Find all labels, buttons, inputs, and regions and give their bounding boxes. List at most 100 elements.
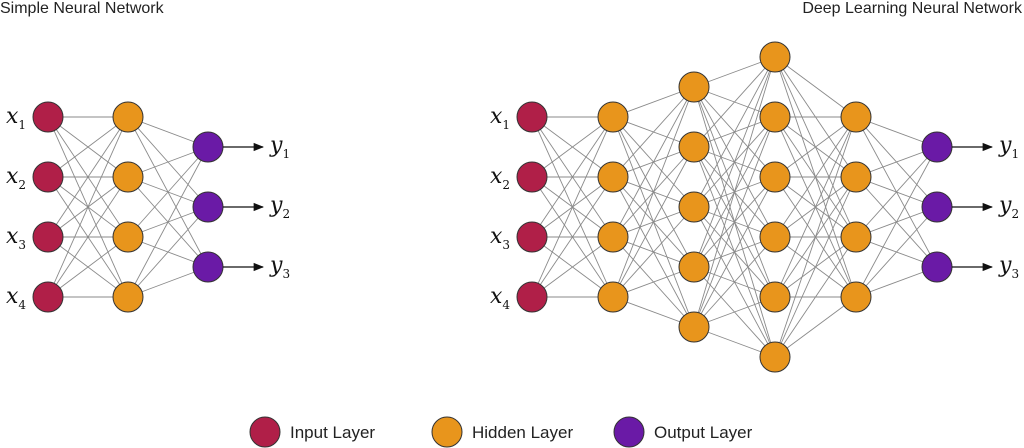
input-node (516, 221, 548, 253)
hidden-node (678, 191, 710, 223)
output-node (192, 191, 224, 223)
connection-edge (47, 116, 129, 298)
deep-network-title: Deep Learning Neural Network (802, 0, 1022, 17)
input-label: x2 (490, 164, 510, 192)
output-node (921, 191, 953, 223)
connection-edge (855, 146, 938, 238)
hidden-node (597, 161, 629, 193)
connection-edge (774, 116, 857, 358)
input-label: x3 (6, 224, 26, 252)
hidden-node (597, 101, 629, 133)
output-label: y3 (998, 253, 1019, 281)
legend-swatch (613, 416, 645, 448)
hidden-node (597, 221, 629, 253)
hidden-node (112, 101, 144, 133)
hidden-node (759, 281, 791, 313)
output-label: y1 (269, 133, 290, 161)
input-label: x2 (6, 164, 26, 192)
connection-edge (693, 176, 776, 328)
legend-item-output: Output Layer (613, 416, 753, 448)
connection-edge (47, 116, 129, 178)
legend-label: Output Layer (654, 423, 753, 442)
connection-edge (693, 56, 776, 328)
connection-edge (127, 146, 209, 298)
legend-label: Hidden Layer (472, 423, 573, 442)
connection-edge (531, 116, 614, 238)
hidden-node (840, 161, 872, 193)
output-node (921, 131, 953, 163)
hidden-node (678, 311, 710, 343)
hidden-node (112, 161, 144, 193)
connection-edge (855, 146, 938, 298)
simple-network-title: Simple Neural Network (0, 0, 164, 17)
connection-edge (612, 86, 695, 178)
connection-edge (127, 146, 209, 238)
hidden-node (840, 281, 872, 313)
input-node (32, 161, 64, 193)
connection-edge (531, 176, 614, 298)
input-node (32, 101, 64, 133)
output-node (921, 251, 953, 283)
connection-edge (612, 146, 695, 298)
hidden-node (112, 221, 144, 253)
simple-network: x1 x2 x3 x4 y1 y2 y3 (6, 101, 290, 313)
hidden-node (840, 221, 872, 253)
deep-network: x1 x2 x3 x4 y1 y2 y3 (490, 41, 1019, 373)
connection-edge (693, 116, 776, 328)
connection-edge (693, 56, 776, 208)
connection-edge (774, 116, 857, 178)
connection-edge (47, 116, 129, 238)
connection-edge (774, 236, 857, 358)
connection-edge (531, 116, 614, 298)
input-label: x3 (490, 224, 510, 252)
output-label: y2 (269, 193, 290, 221)
connection-edge (693, 236, 776, 328)
input-node (32, 221, 64, 253)
output-label: y3 (269, 253, 290, 281)
hidden-node (759, 221, 791, 253)
hidden-node (678, 251, 710, 283)
connection-edge (612, 86, 695, 298)
connection-edge (531, 236, 614, 298)
hidden-node (759, 41, 791, 73)
legend-swatch (431, 416, 463, 448)
input-label: x4 (490, 284, 510, 312)
hidden-node (840, 101, 872, 133)
connection-edge (693, 56, 776, 148)
connection-edge (531, 116, 614, 178)
hidden-node (678, 131, 710, 163)
hidden-node (759, 341, 791, 373)
hidden-node (112, 281, 144, 313)
input-node (32, 281, 64, 313)
connection-edge (127, 206, 209, 298)
connection-edge (47, 176, 129, 298)
output-label: y1 (998, 133, 1019, 161)
output-label: y2 (998, 193, 1019, 221)
output-node (192, 251, 224, 283)
input-node (516, 101, 548, 133)
legend-item-hidden: Hidden Layer (431, 416, 573, 448)
input-node (516, 161, 548, 193)
legend-label: Input Layer (290, 423, 375, 442)
connection-edge (612, 206, 695, 298)
hidden-node (759, 161, 791, 193)
hidden-node (678, 71, 710, 103)
connection-edge (693, 56, 776, 268)
hidden-node (759, 101, 791, 133)
connection-edge (855, 206, 938, 298)
input-label: x4 (6, 284, 26, 312)
legend-swatch (249, 416, 281, 448)
connections (531, 56, 938, 358)
input-label: x1 (490, 104, 510, 132)
connection-edge (774, 116, 857, 298)
legend-item-input: Input Layer (249, 416, 375, 448)
connections (47, 116, 209, 298)
connection-edge (774, 176, 857, 358)
hidden-node (597, 281, 629, 313)
connection-edge (47, 236, 129, 298)
connection-edge (612, 86, 695, 238)
connection-edge (774, 56, 857, 118)
input-label: x1 (6, 104, 26, 132)
output-node (192, 131, 224, 163)
